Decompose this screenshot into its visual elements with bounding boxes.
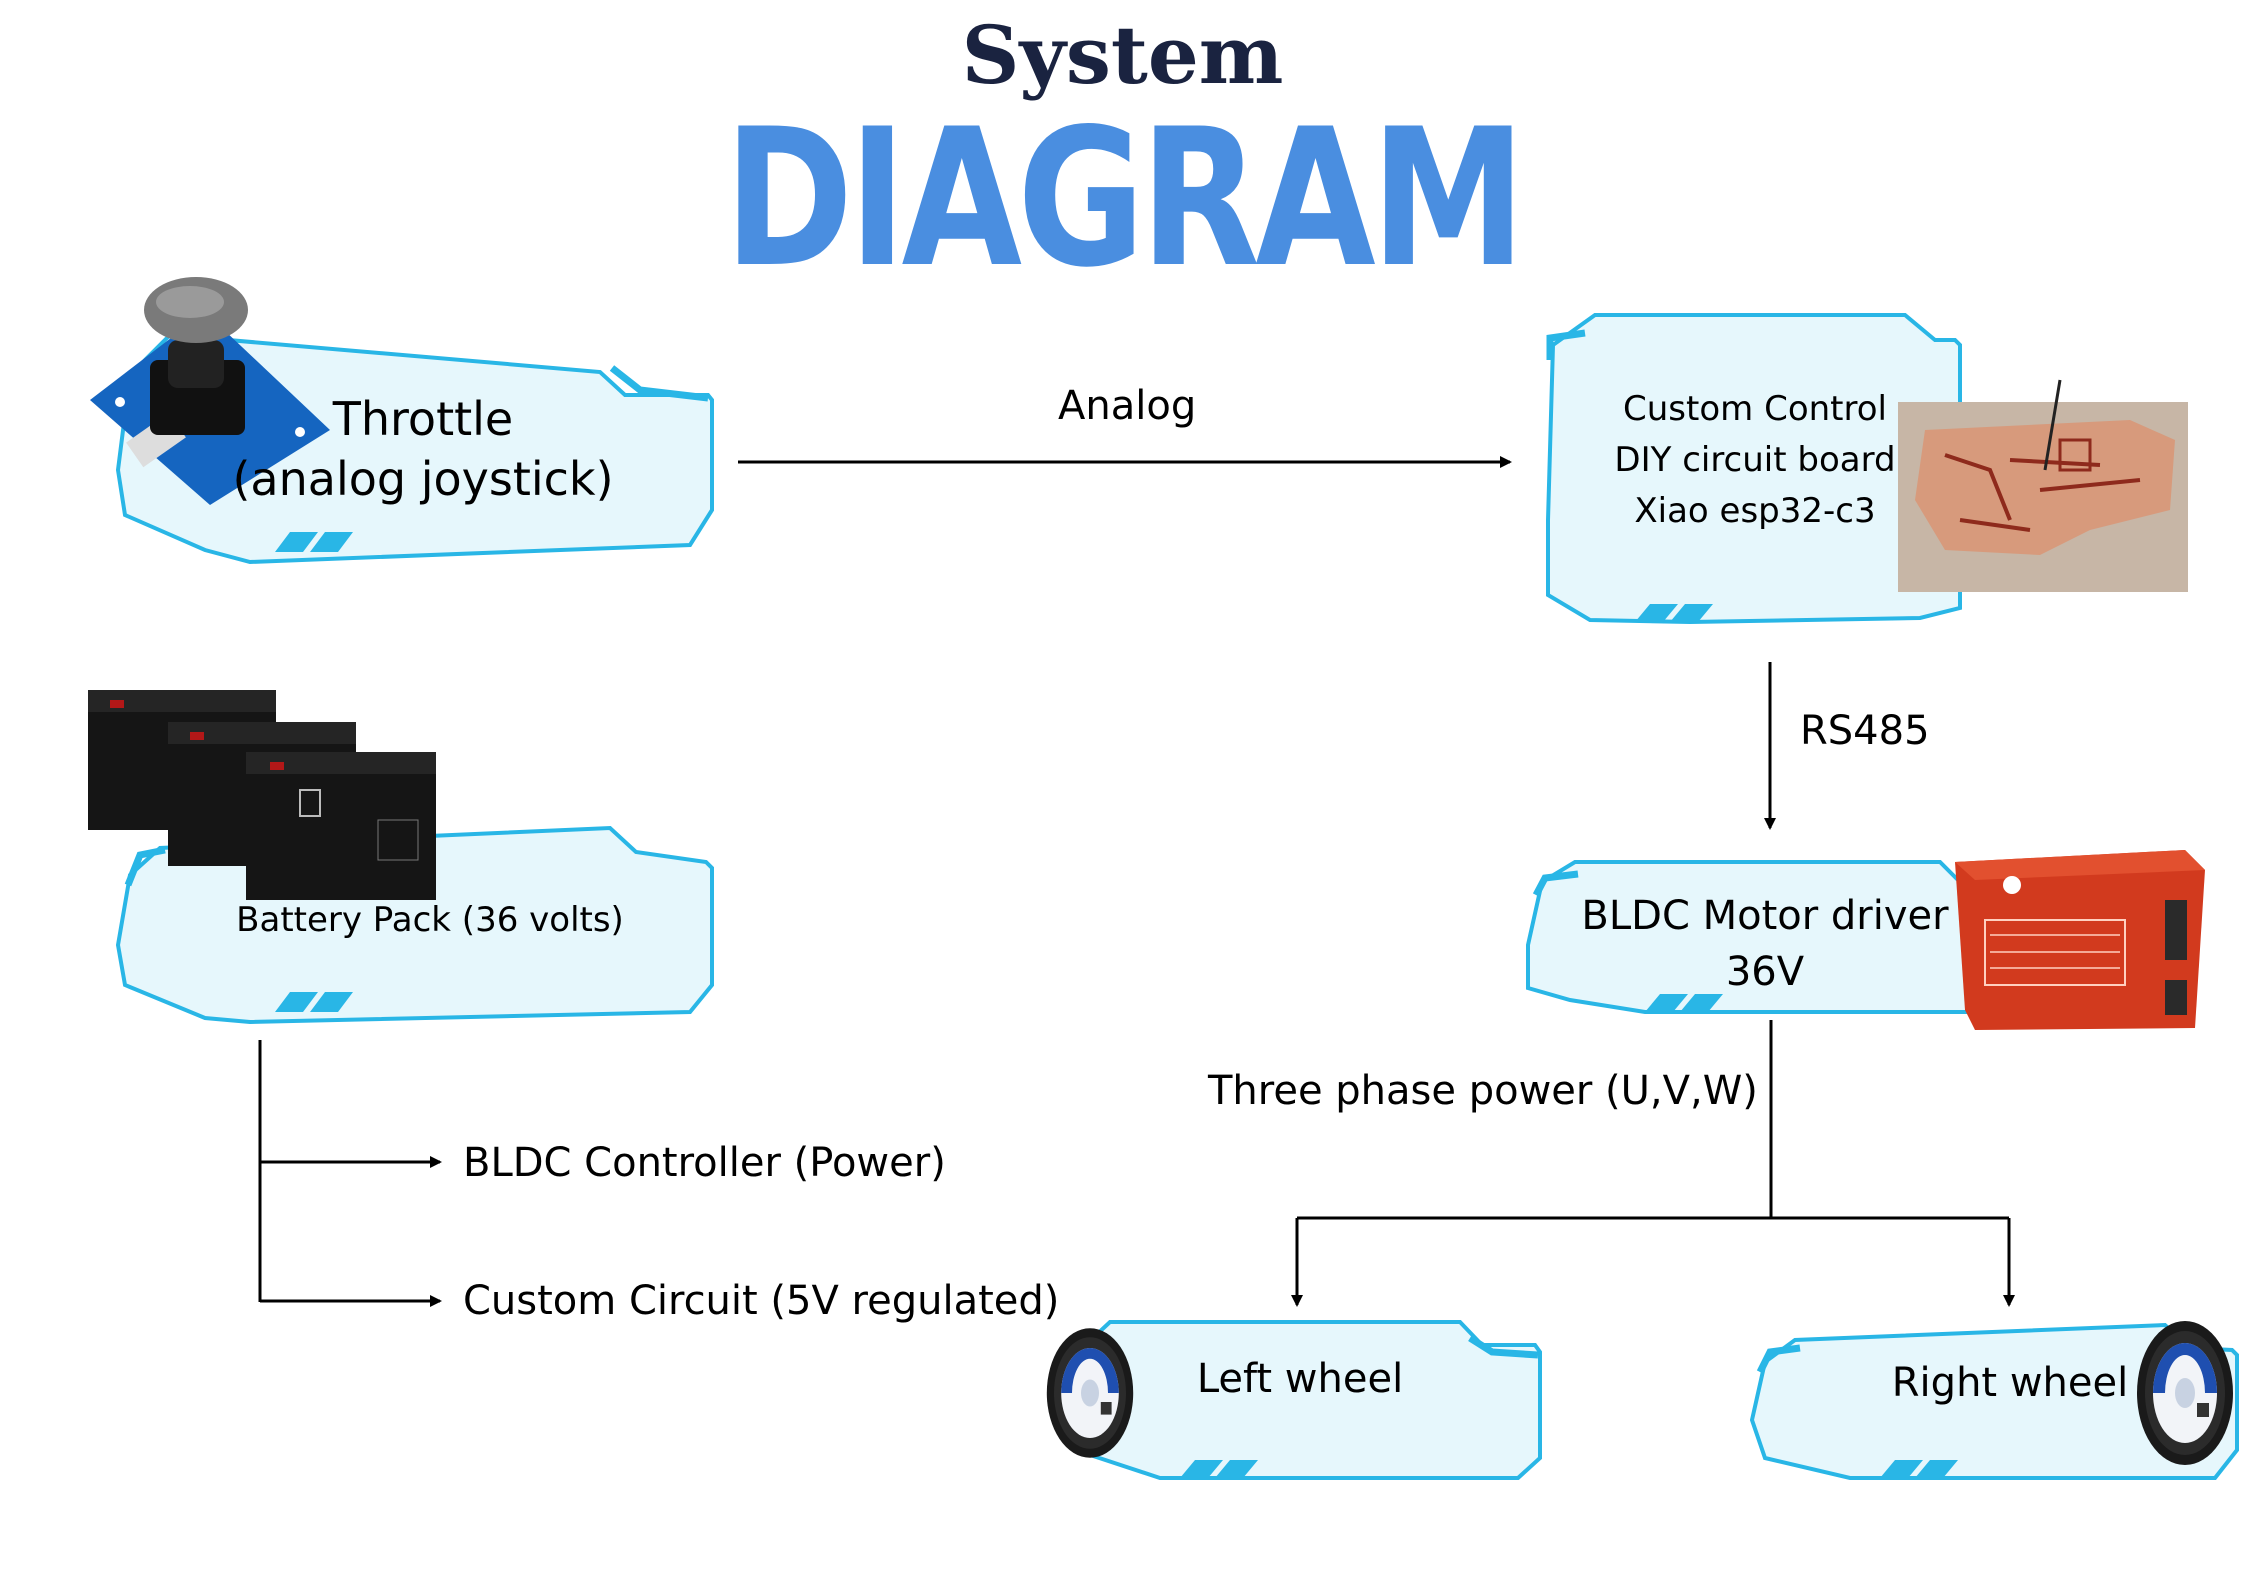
right-wheel-node	[1749, 1321, 2239, 1480]
driver-label-line2: 36V	[1725, 949, 1805, 995]
battery-node	[88, 690, 714, 1025]
battery-photo	[88, 690, 436, 900]
controller-box-accent	[1546, 329, 1586, 360]
connection-label-rs485: RS485	[1800, 708, 1930, 754]
throttle-label-line2: (analog joystick)	[232, 451, 614, 506]
throttle-label: Throttle (analog joystick)	[218, 390, 628, 510]
pcb-photo	[1898, 379, 2188, 592]
connection-label-analog: Analog	[1058, 383, 1197, 429]
battery-box-accent	[124, 846, 166, 887]
left-wheel-label: Left wheel	[1196, 1356, 1404, 1402]
left-wheel-box-accent	[1468, 1335, 1539, 1359]
controller-label-line3: Xiao esp32-c3	[1634, 491, 1876, 531]
controller-box-tab-1	[1635, 604, 1678, 622]
controller-box-tab-2	[1670, 604, 1713, 622]
left-wheel-photo	[1046, 1328, 1134, 1458]
right-wheel-box-tab-2	[1915, 1460, 1958, 1478]
throttle-node	[90, 277, 714, 565]
right-wheel-photo	[2137, 1321, 2233, 1465]
controller-label: Custom Control DIY circuit board Xiao es…	[1590, 384, 1920, 537]
driver-label: BLDC Motor driver 36V	[1570, 888, 1960, 1000]
right-wheel-box-frame	[1749, 1322, 2239, 1480]
controller-label-line1: Custom Control	[1623, 389, 1887, 429]
throttle-box-tab-1	[275, 532, 318, 552]
controller-node	[1546, 313, 2188, 625]
motor-driver-photo	[1955, 850, 2205, 1030]
driver-box-accent	[1532, 870, 1579, 897]
controller-label-line2: DIY circuit board	[1614, 440, 1896, 480]
battery-box-tab-1	[275, 992, 318, 1012]
left-wheel-node	[1046, 1320, 1542, 1480]
throttle-box-tab-2	[310, 532, 353, 552]
right-wheel-label: Right wheel	[1891, 1360, 2129, 1406]
driver-box-tab-1	[1645, 994, 1688, 1012]
driver-label-line1: BLDC Motor driver	[1581, 893, 1949, 939]
driver-box-tab-2	[1680, 994, 1723, 1012]
right-wheel-box-tab-1	[1880, 1460, 1923, 1478]
title-diagram: DIAGRAM	[724, 88, 1526, 309]
battery-box-tab-2	[310, 992, 353, 1012]
right-wheel-box-accent	[1756, 1344, 1801, 1374]
connection-label-power-custom: Custom Circuit (5V regulated)	[463, 1278, 1060, 1324]
connection-label-power-bldc: BLDC Controller (Power)	[463, 1140, 946, 1186]
left-wheel-box-tab-2	[1215, 1460, 1258, 1478]
joystick-module-photo	[90, 277, 330, 505]
driver-node	[1526, 850, 2205, 1030]
battery-label: Battery Pack (36 volts)	[236, 900, 624, 940]
throttle-label-line1: Throttle	[332, 392, 514, 446]
throttle-box-accent	[609, 365, 709, 402]
title-system: System	[961, 8, 1284, 102]
connection-label-three-phase: Three phase power (U,V,W)	[1208, 1068, 1758, 1114]
left-wheel-box-tab-1	[1180, 1460, 1223, 1478]
controller-box-frame	[1546, 313, 1962, 625]
